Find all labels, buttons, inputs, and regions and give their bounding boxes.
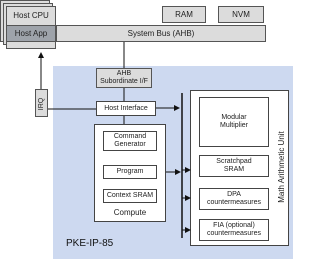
host-interface: Host Interface (96, 101, 156, 116)
host-interface-label: Host Interface (104, 104, 148, 112)
program-label: Program (116, 168, 144, 175)
compute-label: Compute (113, 208, 147, 217)
host-cpu-label: Host CPU (13, 11, 49, 20)
modular-multiplier-box: Modular Multiplier (199, 97, 269, 147)
compute-block: Command Generator Program Context SRAM C… (94, 124, 166, 222)
fia-countermeasures-box: FIA (optional) countermeasures (199, 219, 269, 241)
ram-block: RAM (162, 6, 206, 23)
nvm-label: NVM (232, 9, 250, 19)
command-generator-label: Command Generator (113, 133, 147, 148)
context-sram-label: Context SRAM (106, 192, 154, 199)
system-bus-label: System Bus (AHB) (127, 28, 195, 38)
ahb-interface-label: AHB Subordinate I/F (100, 70, 148, 85)
scratchpad-sram-label: Scratchpad SRAM (216, 158, 252, 173)
program-box: Program (103, 165, 157, 179)
dpa-countermeasures-box: DPA countermeasures (199, 188, 269, 210)
host-app: Host App (6, 25, 56, 42)
host-app-label: Host App (14, 28, 48, 38)
modular-multiplier-label: Modular Multiplier (219, 114, 248, 129)
system-bus: System Bus (AHB) (56, 25, 266, 42)
fia-countermeasures-label: FIA (optional) countermeasures (206, 222, 262, 237)
scratchpad-sram-box: Scratchpad SRAM (199, 155, 269, 177)
nvm-block: NVM (218, 6, 264, 23)
irq-block: IRQ (35, 89, 48, 117)
ip-label: PKE-IP-85 (66, 238, 114, 249)
math-arithmetic-unit: Modular Multiplier Scratchpad SRAM DPA c… (190, 90, 289, 246)
command-generator-box: Command Generator (103, 131, 157, 151)
connector-lines (38, 42, 191, 238)
ahb-subordinate-interface: AHB Subordinate I/F (96, 68, 152, 88)
context-sram-box: Context SRAM (103, 189, 157, 203)
dpa-countermeasures-label: DPA countermeasures (206, 191, 262, 206)
ram-label: RAM (175, 9, 193, 19)
